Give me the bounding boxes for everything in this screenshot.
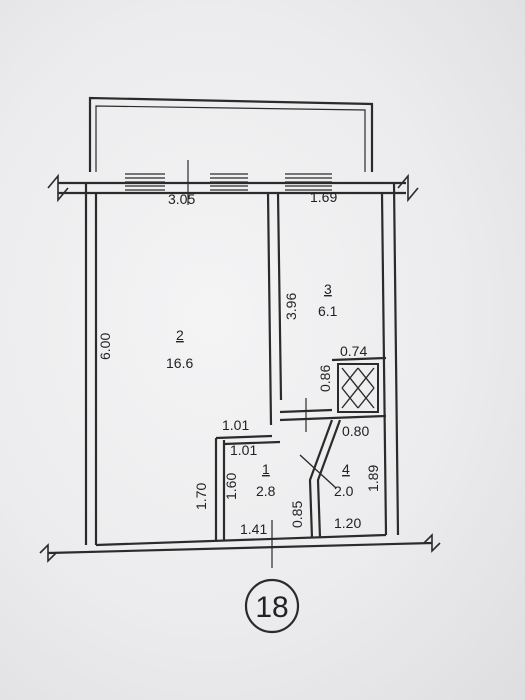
dim-hall-bottom: 1.41: [240, 521, 267, 537]
dim-hall-left-inner: 1.60: [223, 473, 239, 500]
balcony-outline: [88, 96, 374, 172]
dim-hall-door: 0.85: [289, 501, 305, 528]
right-wall-outer: [392, 182, 400, 536]
room-4-area: 2.0: [334, 483, 354, 499]
dim-hall-top-b: 1.01: [230, 442, 257, 458]
break-mark-bottom-right: [423, 533, 441, 553]
dim-room3-width: 1.69: [310, 189, 337, 205]
apartment-number: 18: [255, 591, 288, 624]
hall-top-wall-inner: [223, 440, 281, 446]
dim-bath-top: 0.80: [342, 423, 369, 439]
vent-duct-hatch: [341, 367, 375, 409]
bath-wall-left: [308, 419, 334, 539]
window-2: [210, 173, 248, 191]
balcony-inner: [95, 105, 366, 172]
break-mark-bottom-left: [39, 543, 57, 563]
bath-door-swing: [299, 454, 337, 489]
dim-hall-top-a: 1.01: [222, 417, 249, 433]
break-mark-right: [397, 173, 419, 203]
room-4-number: 4: [342, 461, 350, 477]
room-2-area: 16.6: [166, 355, 193, 371]
room-3-area: 6.1: [318, 303, 338, 319]
dim-bath-bottom: 1.20: [334, 515, 361, 531]
partition-2-3-b: [276, 192, 283, 401]
duct-wall: [331, 356, 387, 362]
dim-room3-length: 3.96: [283, 293, 299, 320]
room-1-area: 2.8: [256, 483, 276, 499]
right-wall-inner: [380, 192, 388, 536]
bath-wall-top: [331, 414, 387, 420]
room-3-number: 3: [324, 281, 332, 297]
bath-wall-left-inner: [316, 419, 342, 539]
room-2-number: 2: [176, 327, 184, 343]
break-mark-left: [47, 173, 69, 203]
window-3: [285, 173, 332, 191]
bottom-wall-inner: [95, 533, 387, 547]
dim-hall-left-outer: 1.70: [193, 483, 209, 510]
window-1: [125, 173, 165, 191]
dim-duct-width: 0.74: [340, 343, 367, 359]
vent-duct: [337, 363, 379, 413]
dim-bath-height: 1.89: [365, 465, 381, 492]
dim-room2-length: 6.00: [97, 333, 113, 360]
hall-top-wall: [215, 434, 273, 440]
room-1-number: 1: [262, 461, 270, 477]
partition-2-3-a: [266, 192, 273, 426]
dim-duct-depth: 0.86: [317, 365, 333, 392]
dim-room2-width: 3.05: [168, 191, 195, 207]
apartment-number-circle: [244, 578, 300, 634]
bottom-wall-outer: [47, 541, 433, 555]
